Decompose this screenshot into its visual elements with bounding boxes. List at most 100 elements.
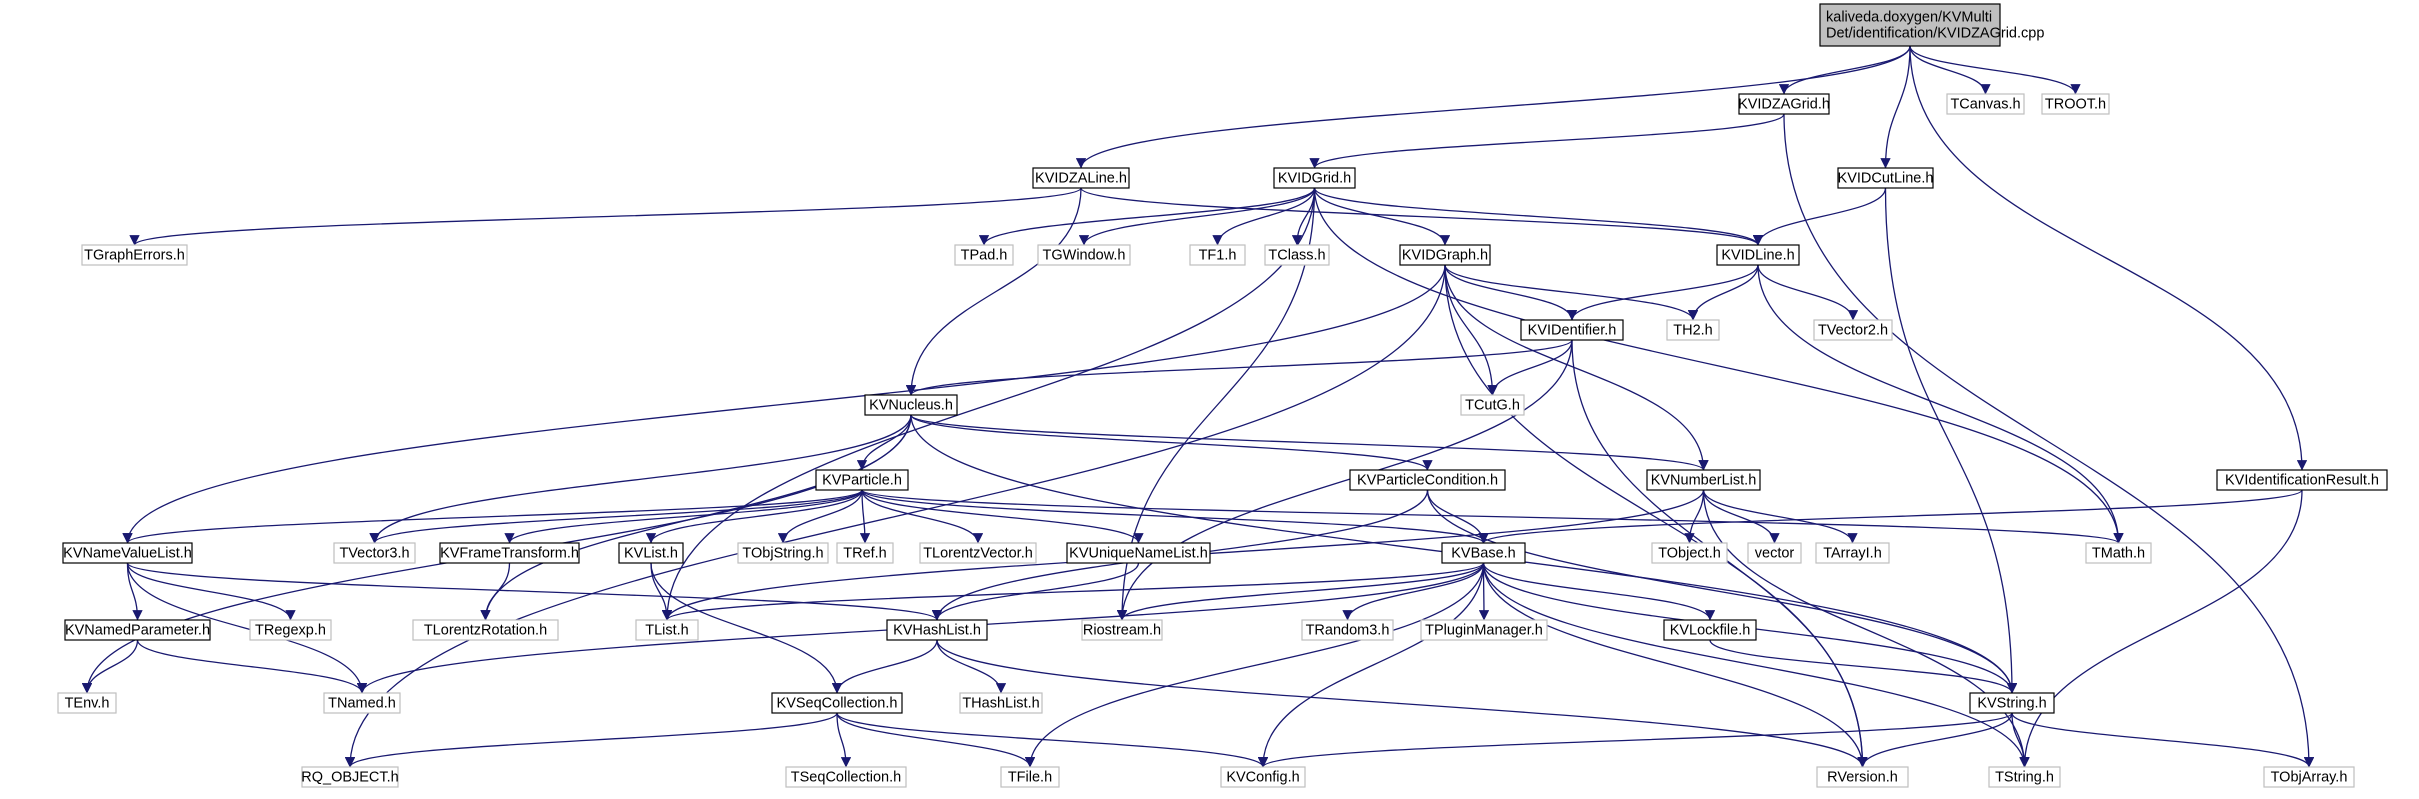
node-kvparticle-condition-h[interactable]: KVParticleCondition.h [1349,469,1506,491]
edge-kvparticle-h-to-kvframe-transform-h [504,489,863,544]
node-thash-list-h: THashList.h [959,692,1043,714]
edge-kvidzagrid-h-to-kvidgrid-h [1309,113,1785,169]
node-box[interactable] [1520,319,1624,341]
node-th2-h: TH2.h [1666,319,1720,341]
node-box[interactable] [1349,469,1506,491]
node-box [1988,766,2061,788]
node-kvnamed-parameter-h[interactable]: KVNamedParameter.h [64,619,211,641]
node-box [1813,319,1893,341]
node-kvstring-h[interactable]: KVString.h [1969,692,2055,714]
node-trandom3-h: TRandom3.h [1301,619,1394,641]
header-nodes: kaliveda.doxygen/KVMultiDet/identificati… [57,3,2388,788]
node-kvhash-list-h[interactable]: KVHashList.h [886,619,988,641]
node-kvnucleus-h[interactable]: KVNucleus.h [864,394,958,416]
edge-kvidgraph-h-to-kvname-value-list-h [122,264,1446,544]
edge-kvbase-h-to-rversion-h [1482,562,1868,768]
node-tvector3-h: TVector3.h [333,542,416,564]
node-kvidentification-result-h[interactable]: KVIdentificationResult.h [2216,469,2388,491]
node-tseq-collection-h: TSeqCollection.h [785,766,907,788]
node-label: KVList.h [624,546,678,562]
node-kvidline-h[interactable]: KVIDLine.h [1716,244,1800,266]
node-box [1301,619,1394,641]
node-kvframe-transform-h[interactable]: KVFrameTransform.h [439,542,580,564]
edge-kvstring-h-to-rversion-h [1857,712,2013,768]
edge-kvnucleus-h-to-kvparticle-condition-h [910,414,1433,471]
node-box[interactable] [1819,3,2001,47]
node-kvbase-h[interactable]: KVBase.h [1441,542,1526,564]
node-box[interactable] [1066,542,1211,564]
node-box[interactable] [886,619,988,641]
node-box[interactable] [1273,167,1356,189]
node-kvunique-name-list-h[interactable]: KVUniqueNameList.h [1066,542,1211,564]
node-kvnumber-list-h[interactable]: KVNumberList.h [1646,469,1761,491]
node-kvname-value-list-h[interactable]: KVNameValueList.h [62,542,193,564]
node-box[interactable] [618,542,684,564]
node-box [1081,619,1163,641]
node-kvidzagrid-h[interactable]: KVIDZAGrid.h [1738,93,1830,115]
node-box[interactable] [1441,542,1526,564]
edge-kvlist-h-to-kvseq-collection-h [650,562,843,694]
node-kvidentifier-h[interactable]: KVIDentifier.h [1520,319,1624,341]
node-label: KVNucleus.h [869,398,953,414]
node-box[interactable] [1837,167,1934,189]
node-tstring-h: TString.h [1988,766,2061,788]
node-label: TPad.h [961,248,1008,264]
node-box[interactable] [64,619,211,641]
node-box[interactable] [2216,469,2388,491]
node-box[interactable] [771,692,903,714]
edge-kvidline-h-to-tvector2-h [1757,264,1859,321]
edge-root-to-kvidcut-line-h [1880,45,1911,169]
node-box [1264,244,1330,266]
node-box [323,692,401,714]
node-tlist-h: TList.h [635,619,699,641]
edge-kvidentifier-h-to-kvnucleus-h [906,339,1573,396]
node-label: TEnv.h [65,696,110,712]
edge-kvidzaline-h-to-tgraph-errors-h [129,187,1082,246]
edge-kvparticle-h-to-kvbase-h [861,489,1489,544]
node-label: TClass.h [1268,248,1325,264]
node-tobject-h: TObject.h [1651,542,1728,564]
node-root[interactable]: kaliveda.doxygen/KVMultiDet/identificati… [1819,3,2044,47]
node-kvlockfile-h[interactable]: KVLockfile.h [1663,619,1757,641]
edge-kvparticle-h-to-kvname-value-list-h [122,489,863,544]
node-box[interactable] [815,469,909,491]
node-kvseq-collection-h[interactable]: KVSeqCollection.h [771,692,903,714]
node-label: KVIDZALine.h [1035,171,1127,187]
edge-kvseq-collection-h-to-rq-object-h [344,712,838,768]
node-kvparticle-h[interactable]: KVParticle.h [815,469,909,491]
node-box [1220,766,1306,788]
node-box[interactable] [1716,244,1800,266]
node-tvector2-h: TVector2.h [1813,319,1893,341]
node-kvidcut-line-h[interactable]: KVIDCutLine.h [1837,167,1934,189]
node-box[interactable] [1663,619,1757,641]
edge-kvstring-h-to-kvconfig-h [1258,712,2013,768]
node-box[interactable] [439,542,580,564]
node-label: TROOT.h [2045,97,2106,113]
edge-kvstring-h-to-tstring-h [2011,712,2030,768]
node-label: KVString.h [1977,696,2046,712]
node-box[interactable] [864,394,958,416]
node-box[interactable] [1738,93,1830,115]
node-tref-h: TRef.h [836,542,894,564]
edge-kvidgrid-h-to-tf1-h [1212,187,1316,246]
node-box[interactable] [62,542,193,564]
edge-kvidgrid-h-to-tgwindow-h [1078,187,1316,246]
node-box [249,619,332,641]
edge-kvparticle-h-to-tobj-string-h [777,489,863,544]
edge-kvseq-collection-h-to-kvconfig-h [836,712,1269,768]
node-label: RQ_OBJECT.h [301,770,399,786]
node-kvidzaline-h[interactable]: KVIDZALine.h [1032,167,1130,189]
node-tf1-h: TF1.h [1189,244,1246,266]
node-box[interactable] [1969,692,2055,714]
node-label: TMath.h [2092,546,2145,562]
edge-kvidgrid-h-to-tmath-h [1313,187,2124,544]
node-box[interactable] [1032,167,1130,189]
node-box[interactable] [1399,244,1491,266]
edge-kvparticle-h-to-tmath-h [861,489,2124,544]
node-label: TVector3.h [339,546,409,562]
node-kvlist-h[interactable]: KVList.h [618,542,684,564]
node-kvidgraph-h[interactable]: KVIDGraph.h [1399,244,1491,266]
node-box[interactable] [1646,469,1761,491]
node-kvidgrid-h[interactable]: KVIDGrid.h [1273,167,1356,189]
